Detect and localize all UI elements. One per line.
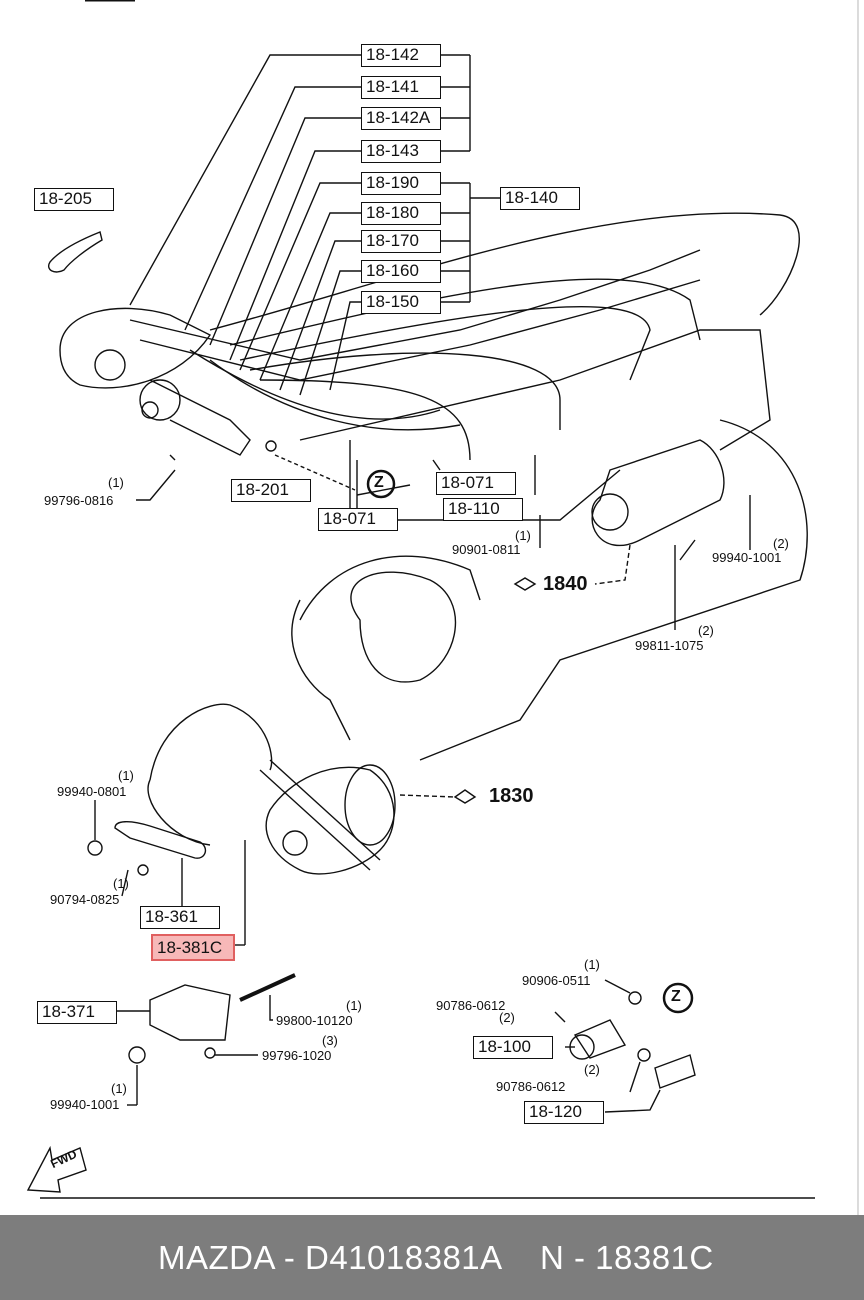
part-99800-10120[interactable]: 99800-10120 bbox=[276, 1013, 353, 1028]
qty-90906-0511: (1) bbox=[584, 957, 600, 972]
qty-90786-0612-top: (2) bbox=[499, 1010, 515, 1025]
label-18-160[interactable]: 18-160 bbox=[361, 260, 441, 283]
part-99811-1075[interactable]: 99811-1075 bbox=[635, 638, 704, 653]
label-18-201[interactable]: 18-201 bbox=[231, 479, 311, 502]
diagram-drawing bbox=[26, 0, 859, 1215]
part-99796-1020[interactable]: 99796-1020 bbox=[262, 1048, 332, 1063]
label-18-190[interactable]: 18-190 bbox=[361, 172, 441, 195]
qty-99796-0816: (1) bbox=[108, 475, 124, 490]
label-18-141[interactable]: 18-141 bbox=[361, 76, 441, 99]
qty-99940-1001-bottom: (1) bbox=[111, 1081, 127, 1096]
qty-99940-1001-top: (2) bbox=[773, 536, 789, 551]
label-18-170[interactable]: 18-170 bbox=[361, 230, 441, 253]
label-18-371[interactable]: 18-371 bbox=[37, 1001, 117, 1024]
part-90794-0825[interactable]: 90794-0825 bbox=[50, 892, 120, 907]
part-99796-0816[interactable]: 99796-0816 bbox=[44, 493, 114, 508]
ref-1830[interactable]: 1830 bbox=[489, 785, 534, 807]
qty-90901-0811: (1) bbox=[515, 528, 531, 543]
qty-90794-0825: (1) bbox=[113, 876, 129, 891]
label-18-142a[interactable]: 18-142A bbox=[361, 107, 441, 130]
label-18-071-lower[interactable]: 18-071 bbox=[318, 508, 398, 531]
z-marker-lower: Z bbox=[671, 988, 681, 1005]
label-18-143[interactable]: 18-143 bbox=[361, 140, 441, 163]
qty-99811-1075: (2) bbox=[698, 623, 714, 638]
qty-99800-10120: (1) bbox=[346, 998, 362, 1013]
part-90786-0612-top[interactable]: 90786-0612 bbox=[436, 998, 506, 1013]
label-18-180[interactable]: 18-180 bbox=[361, 202, 441, 225]
label-18-361[interactable]: 18-361 bbox=[140, 906, 220, 929]
label-18-150[interactable]: 18-150 bbox=[361, 291, 441, 314]
label-18-100[interactable]: 18-100 bbox=[473, 1036, 553, 1059]
part-90906-0511[interactable]: 90906-0511 bbox=[522, 973, 591, 988]
z-marker-upper: Z bbox=[374, 474, 384, 491]
label-18-140[interactable]: 18-140 bbox=[500, 187, 580, 210]
part-90786-0612-bottom[interactable]: 90786-0612 bbox=[496, 1079, 566, 1094]
part-99940-1001-bottom[interactable]: 99940-1001 bbox=[50, 1097, 120, 1112]
label-18-110[interactable]: 18-110 bbox=[443, 498, 523, 521]
label-18-120[interactable]: 18-120 bbox=[524, 1101, 604, 1124]
label-18-142[interactable]: 18-142 bbox=[361, 44, 441, 67]
ref-1840[interactable]: 1840 bbox=[543, 573, 588, 595]
footer-bar: MAZDA - D41018381A N - 18381C bbox=[0, 1215, 864, 1300]
label-18-381c-highlighted[interactable]: 18-381C bbox=[151, 934, 235, 961]
footer-title: MAZDA - D41018381A bbox=[158, 1239, 503, 1276]
label-18-205[interactable]: 18-205 bbox=[34, 188, 114, 211]
qty-99940-0801: (1) bbox=[118, 768, 134, 783]
label-18-071-upper[interactable]: 18-071 bbox=[436, 472, 516, 495]
parts-diagram: 18-142 18-141 18-142A 18-143 18-190 18-1… bbox=[26, 0, 859, 1215]
part-90901-0811[interactable]: 90901-0811 bbox=[452, 542, 521, 557]
part-99940-1001-top[interactable]: 99940-1001 bbox=[712, 550, 782, 565]
part-99940-0801[interactable]: 99940-0801 bbox=[57, 784, 127, 799]
qty-90786-0612-bottom: (2) bbox=[584, 1062, 600, 1077]
footer-code: N - 18381C bbox=[540, 1239, 714, 1276]
qty-99796-1020: (3) bbox=[322, 1033, 338, 1048]
